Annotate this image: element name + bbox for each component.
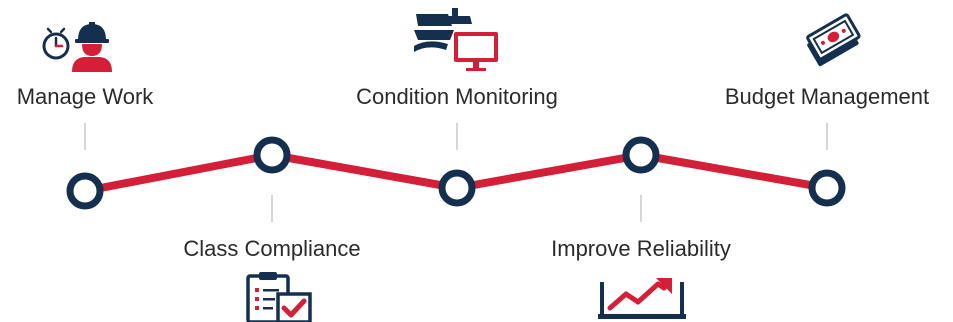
node-class-compliance (253, 136, 291, 174)
node-improve-reliability (622, 136, 660, 174)
node-budget-management (808, 169, 846, 207)
node-condition-monitoring (438, 169, 476, 207)
step-label-budget-management: Budget Management (724, 84, 930, 109)
worker-clock-icon (42, 22, 112, 72)
clipboard-check-icon (246, 272, 312, 322)
step-label-manage-work: Manage Work (16, 84, 154, 109)
step-label-improve-reliability: Improve Reliability (551, 236, 731, 261)
step-label-class-compliance: Class Compliance (183, 236, 361, 261)
node-manage-work (66, 172, 104, 210)
step-label-condition-monitoring: Condition Monitoring (356, 84, 558, 109)
trend-chart-icon (598, 278, 686, 319)
money-bills-icon (806, 13, 861, 67)
ship-monitor-icon (414, 8, 498, 71)
